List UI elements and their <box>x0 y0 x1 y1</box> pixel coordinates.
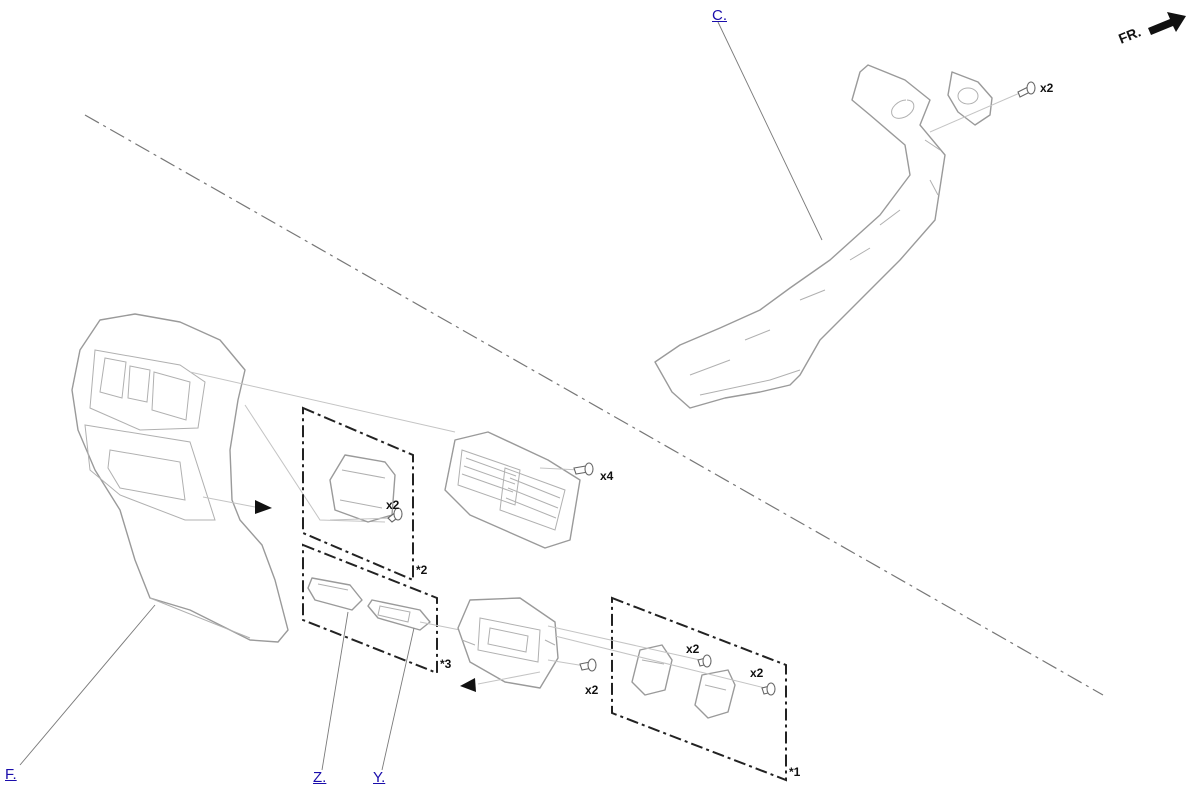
callout-c-link[interactable]: C. <box>712 8 727 23</box>
callout-z-leader <box>322 612 348 770</box>
lower-switch-left-guide <box>548 626 700 660</box>
callout-f-link[interactable]: F. <box>5 767 17 782</box>
rear-console-box <box>72 314 288 642</box>
housing-screw-quantity: x2 <box>585 683 599 697</box>
group-1-note: *1 <box>789 765 801 779</box>
switch-y-part <box>368 600 430 630</box>
panel-screw-quantity: x2 <box>1040 81 1054 95</box>
callout-y-leader <box>382 628 414 770</box>
switch-housing <box>458 598 558 688</box>
install-arrow-left-icon <box>255 500 272 514</box>
callout-y-link[interactable]: Y. <box>373 770 385 785</box>
panel-screw-icon <box>1018 82 1035 97</box>
group-2-note: *2 <box>416 563 428 577</box>
side-trim-panel <box>655 65 945 408</box>
front-arrow-icon <box>1148 12 1186 35</box>
callout-z-link[interactable]: Z. <box>313 770 326 785</box>
rear-vent-register <box>445 432 580 548</box>
callout-c-leader <box>718 22 822 240</box>
left-switch-screw-quantity: x2 <box>686 642 700 656</box>
right-switch-screw-icon <box>762 683 775 695</box>
right-switch-screw-quantity: x2 <box>750 666 764 680</box>
lower-switch-right <box>695 670 735 718</box>
install-arrow-down-icon <box>460 678 476 692</box>
left-switch-screw-icon <box>698 655 711 667</box>
front-direction-indicator: FR. <box>1116 12 1186 47</box>
vent-screw-quantity: x4 <box>600 469 614 483</box>
bracket-screw-quantity: x2 <box>386 498 400 512</box>
front-label: FR. <box>1116 23 1143 46</box>
switch-z-part <box>308 578 362 610</box>
callout-f-leader <box>20 605 155 765</box>
panel-bezel <box>948 72 992 125</box>
housing-screw-icon <box>580 659 596 671</box>
group-3-note: *3 <box>440 657 452 671</box>
vent-screw-icon <box>574 463 593 475</box>
